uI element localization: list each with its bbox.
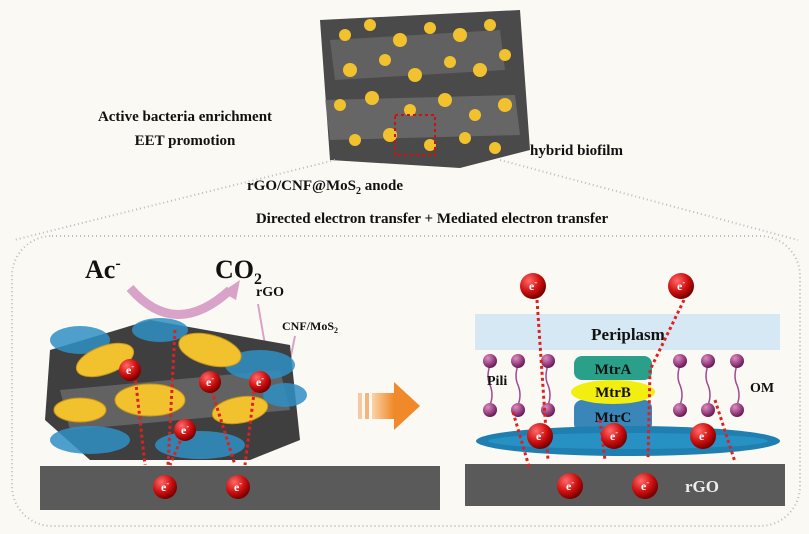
mtrc-label: MtrC: [595, 410, 632, 426]
cnf-label: CNF/MoS2: [282, 319, 338, 335]
electron: e-: [153, 475, 177, 499]
mtra-label: MtrA: [595, 362, 632, 378]
periplasm-label: Periplasm: [591, 325, 665, 344]
lipid-membrane: [487, 364, 740, 406]
electron: e-: [199, 371, 221, 393]
hybrid-biofilm-image: [320, 10, 530, 168]
svg-text:e-: e-: [610, 428, 618, 443]
electron: e-: [226, 475, 250, 499]
electron: e-: [174, 419, 196, 441]
electron: e-: [601, 423, 627, 449]
left-electrons: e- e- e- e- e- e-: [119, 359, 271, 499]
electron: e-: [690, 423, 716, 449]
rgo-label: rGO: [256, 285, 284, 300]
electron: e-: [632, 473, 658, 499]
mtrb-protein: [571, 380, 655, 404]
electron: e-: [668, 273, 694, 299]
enrichment-label: Active bacteria enrichment: [98, 109, 272, 125]
left-panel: Ac- CO2 rGO CNF/MoS2: [40, 255, 440, 510]
metabolism-arrow: [126, 285, 234, 319]
om-label: OM: [750, 381, 774, 396]
svg-text:e-: e-: [206, 374, 214, 389]
svg-text:e-: e-: [126, 362, 134, 377]
svg-text:e-: e-: [699, 428, 707, 443]
co2-label: CO2: [215, 255, 262, 288]
right-electrons: e- e- e- e- e- e- e-: [520, 273, 716, 499]
acetate-label: Ac-: [85, 255, 121, 284]
electron: e-: [557, 473, 583, 499]
anode-label: rGO/CNF@MoS2 anode: [247, 178, 403, 197]
electron: e-: [249, 371, 271, 393]
rgo-pointer: [257, 303, 266, 346]
pili-label: Pili: [487, 374, 507, 389]
periplasm-band: [475, 314, 780, 350]
electron: e-: [119, 359, 141, 381]
rgo-electrode: [465, 464, 785, 506]
mtrb-label: MtrB: [595, 385, 631, 401]
svg-text:e-: e-: [529, 278, 537, 293]
svg-text:e-: e-: [566, 478, 574, 493]
metabolism-arrowhead: [222, 280, 240, 300]
zoom-guide-lines: [13, 159, 799, 241]
biofilm-label: hybrid biofilm: [530, 143, 623, 159]
process-arrow-icon: [358, 382, 420, 430]
svg-text:e-: e-: [641, 478, 649, 493]
electron: e-: [520, 273, 546, 299]
svg-text:e-: e-: [536, 428, 544, 443]
electron: e-: [527, 423, 553, 449]
svg-text:e-: e-: [234, 479, 242, 494]
right-panel: Periplasm Pili OM MtrA MtrB MtrC rGO e- …: [465, 273, 785, 506]
svg-text:e-: e-: [677, 278, 685, 293]
eet-label: EET promotion: [135, 133, 236, 149]
mtrc-protein: [574, 400, 652, 432]
svg-text:e-: e-: [256, 374, 264, 389]
svg-text:e-: e-: [161, 479, 169, 494]
mtra-protein: [574, 356, 652, 380]
rgo-electrode-label: rGO: [685, 477, 719, 496]
svg-text:e-: e-: [181, 422, 189, 437]
mechanism-title: Directed electron transfer + Mediated el…: [256, 211, 609, 227]
